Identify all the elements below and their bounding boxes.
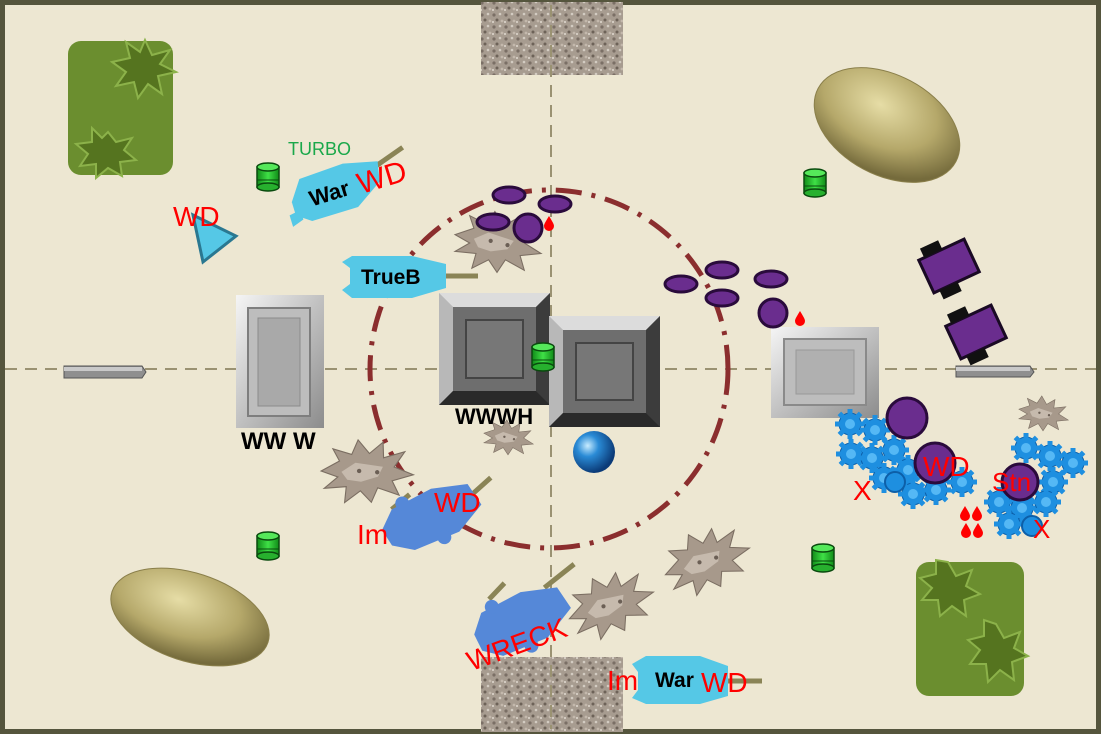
objective-token-icon[interactable] bbox=[531, 342, 555, 372]
enemy-wd-marker: WD bbox=[923, 451, 970, 482]
enemy-model[interactable] bbox=[704, 288, 740, 308]
scout-wd-marker: WD bbox=[173, 201, 220, 232]
enemy-model[interactable] bbox=[753, 269, 789, 289]
enemy-squad-top[interactable] bbox=[475, 185, 573, 244]
enemy-x-marker: X bbox=[853, 475, 872, 506]
rock-top-right[interactable] bbox=[795, 44, 980, 206]
objective-token-icon[interactable] bbox=[256, 531, 280, 561]
scout-marker-icon[interactable] bbox=[190, 212, 239, 265]
forest-top-left[interactable] bbox=[68, 37, 179, 181]
ruin-center-right[interactable] bbox=[549, 316, 660, 427]
vehicle-im-wd-marker: WD bbox=[434, 487, 481, 518]
objective-zone-ring bbox=[367, 187, 731, 551]
enemy-stn-marker: Stn bbox=[992, 467, 1031, 497]
vehicle-bottom-war-im-prefix: Im bbox=[607, 665, 638, 696]
enemy-model[interactable] bbox=[663, 274, 699, 294]
enemy-bike-icon[interactable] bbox=[942, 296, 1011, 368]
enemy-x-marker: X bbox=[1033, 514, 1050, 544]
objective-token-icon[interactable] bbox=[803, 168, 827, 198]
vehicle-trueb-label: TrueB bbox=[361, 266, 421, 289]
rock-bottom-left[interactable] bbox=[98, 550, 281, 684]
objective-token-icon[interactable] bbox=[811, 543, 835, 573]
ruin-left-wound-markers: WW W bbox=[241, 428, 316, 455]
ruin-right[interactable] bbox=[771, 327, 879, 418]
enemy-bike-icon[interactable] bbox=[915, 230, 984, 302]
objective-token-icon[interactable] bbox=[256, 162, 280, 192]
enemy-leader[interactable] bbox=[913, 441, 957, 485]
vehicle-wreck[interactable] bbox=[461, 558, 598, 669]
barricade-right[interactable] bbox=[955, 365, 1035, 378]
enemy-model[interactable] bbox=[491, 185, 527, 205]
vehicle-war[interactable]: War bbox=[280, 145, 416, 227]
ruin-center-left[interactable] bbox=[439, 293, 550, 405]
vehicle-bottom-war-wd-marker: WD bbox=[701, 667, 748, 698]
relic-orb[interactable] bbox=[573, 431, 615, 473]
forest-bottom-right[interactable] bbox=[916, 558, 1031, 696]
vehicle-war-status: TURBO bbox=[288, 139, 351, 159]
ruin-center-wound-markers: WWWH bbox=[455, 404, 533, 429]
enemy-model[interactable] bbox=[475, 212, 511, 232]
vehicle-bottom-war-label: War bbox=[655, 669, 694, 692]
enemy-leader[interactable] bbox=[757, 297, 789, 329]
ruin-left[interactable] bbox=[236, 295, 324, 428]
enemy-leader[interactable] bbox=[885, 396, 929, 440]
enemy-model[interactable] bbox=[704, 260, 740, 280]
enemy-leader[interactable] bbox=[1000, 462, 1040, 502]
vehicle-bottom-war[interactable]: War bbox=[632, 656, 762, 704]
enemy-squad-right[interactable] bbox=[663, 260, 805, 329]
vehicle-im[interactable] bbox=[374, 465, 507, 562]
enemy-swarm[interactable] bbox=[834, 396, 1089, 540]
enemy-leader[interactable] bbox=[512, 212, 544, 244]
vehicle-trueb[interactable]: TrueB bbox=[342, 256, 478, 298]
vehicle-im-label: Im bbox=[357, 519, 388, 550]
barricade-left[interactable] bbox=[63, 365, 147, 379]
enemy-model[interactable] bbox=[537, 194, 573, 214]
